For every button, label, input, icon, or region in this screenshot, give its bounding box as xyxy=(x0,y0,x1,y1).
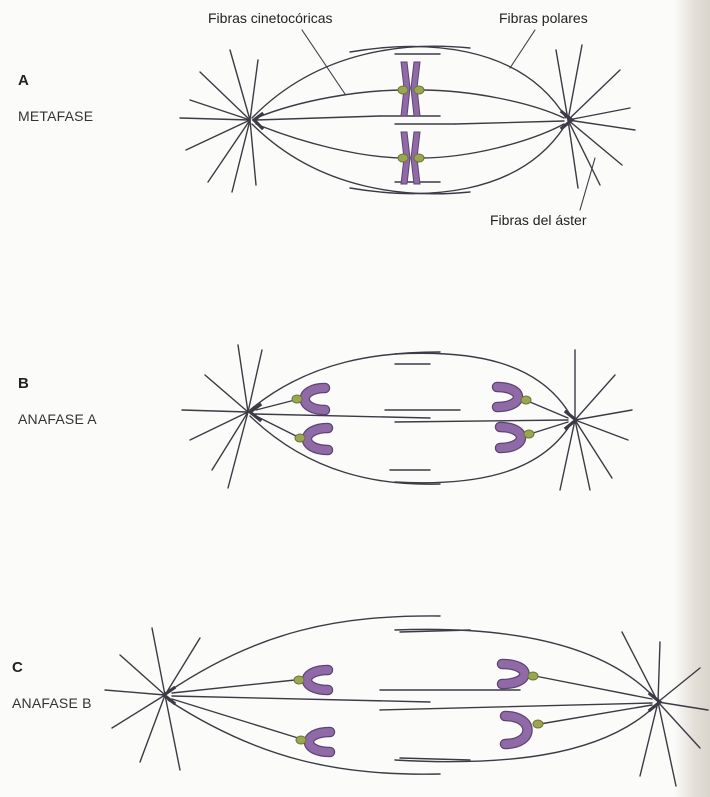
kinetochore xyxy=(414,86,424,94)
panel-b-spindle xyxy=(182,345,632,490)
anaphase-a-chromatid-upper-right xyxy=(497,387,531,407)
leader-fibras-del-aster xyxy=(580,158,595,210)
kinetochore xyxy=(414,154,424,162)
metaphase-chromosome-lower xyxy=(398,132,424,184)
anaphase-b-chromatid-lower-left xyxy=(296,732,330,752)
anaphase-b-chromatid-lower-right xyxy=(505,716,543,744)
right-aster-rays-c xyxy=(622,632,708,786)
kinetochore xyxy=(398,86,408,94)
anaphase-a-chromatid-upper-left xyxy=(292,388,325,410)
left-aster-rays-a xyxy=(180,50,258,192)
anaphase-b-chromatid-upper-right xyxy=(502,664,538,684)
panel-c-spindle xyxy=(105,616,708,786)
leader-fibras-polares xyxy=(510,30,535,68)
right-aster-rays-b xyxy=(560,350,632,490)
anaphase-b-chromatid-upper-left xyxy=(294,670,328,690)
anaphase-a-chromatid-lower-left xyxy=(295,428,328,450)
anaphase-a-chromatid-lower-right xyxy=(500,427,534,448)
metaphase-chromosome-upper xyxy=(398,62,424,116)
kinetochore xyxy=(398,154,408,162)
left-aster-rays-c xyxy=(105,628,200,770)
